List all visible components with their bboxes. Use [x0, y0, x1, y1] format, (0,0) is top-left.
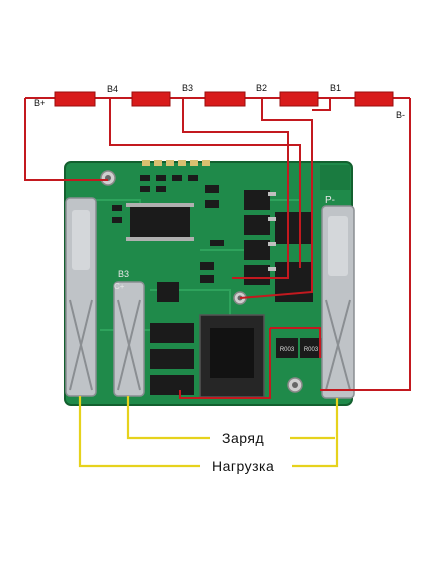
terminal-left — [65, 197, 97, 397]
terminal-middle — [113, 281, 145, 397]
ic-secondary — [157, 282, 179, 302]
header-pads — [142, 160, 210, 166]
mosfet-column — [244, 190, 313, 302]
silk-label-p-minus: P- — [325, 195, 335, 206]
legend-charge-label: Заряд — [222, 430, 265, 446]
smd-components — [112, 175, 224, 283]
svg-text:R003: R003 — [280, 347, 295, 353]
ic-controller — [126, 203, 194, 241]
node-label-b-minus: B- — [396, 110, 405, 120]
node-label-b3: B3 — [182, 83, 194, 93]
silk-label-b3: B3 — [118, 269, 130, 279]
node-label-b-plus: B+ — [34, 98, 46, 108]
node-label-b4: B4 — [107, 84, 119, 94]
terminal-wires — [78, 396, 339, 468]
battery-cells — [54, 91, 394, 107]
balance-wires — [24, 97, 411, 399]
svg-text:R003: R003 — [304, 347, 319, 353]
inductor — [199, 314, 265, 398]
silk-label-c-plus: C+ — [114, 282, 125, 291]
lower-mosfets — [150, 323, 194, 395]
mounting-holes — [100, 170, 303, 393]
legend-load-label: Нагрузка — [212, 458, 275, 474]
terminal-right — [321, 205, 355, 399]
node-label-b1: B1 — [330, 83, 342, 93]
node-label-b2: B2 — [256, 83, 268, 93]
shunt-resistors: R003 R003 — [276, 338, 322, 358]
